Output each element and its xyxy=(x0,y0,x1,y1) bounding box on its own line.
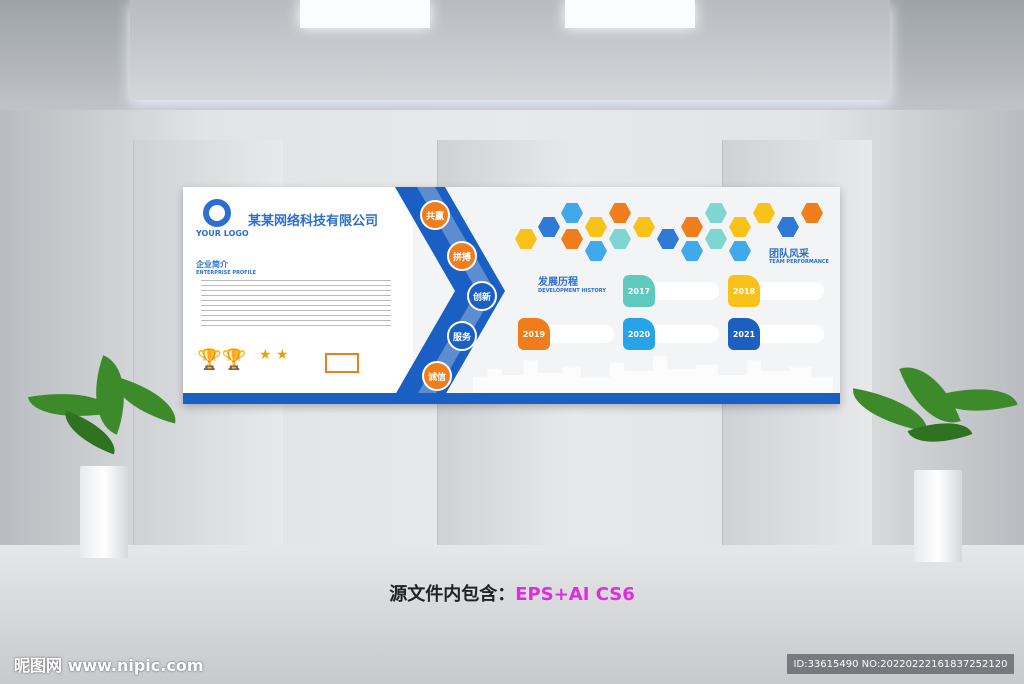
year-badge-2018: 2018 xyxy=(728,275,760,307)
year-note xyxy=(645,325,719,343)
star-award-icons: ★ ★ xyxy=(259,347,289,363)
board-bottom-bar xyxy=(183,393,840,404)
year-note xyxy=(645,282,719,300)
value-circle: 诚信 xyxy=(422,361,452,391)
profile-subtitle: ENTERPRISE PROFILE xyxy=(196,270,257,276)
certificate-icon xyxy=(325,353,359,373)
plant-pot-left xyxy=(80,466,128,558)
caption-prefix: 源文件内包含： xyxy=(389,584,516,605)
value-circle: 拼搏 xyxy=(447,241,477,271)
caption-formats: EPS+AI CS6 xyxy=(515,584,635,605)
profile-text xyxy=(201,280,391,330)
year-badge-2019: 2019 xyxy=(518,318,550,350)
caption: 源文件内包含：EPS+AI CS6 xyxy=(0,580,1024,606)
company-name: 某某网络科技有限公司 xyxy=(248,214,379,229)
logo-icon xyxy=(203,199,231,227)
plant-right xyxy=(848,355,1020,470)
year-note xyxy=(750,282,824,300)
history-subtitle: DEVELOPMENT HISTORY xyxy=(538,288,607,294)
plant-left xyxy=(20,355,190,470)
trophy-icons: 🏆🏆 xyxy=(197,347,247,371)
value-circle: 共赢 xyxy=(420,200,450,230)
image-id: ID:33615490 NO:20220222161837252120 xyxy=(787,654,1014,674)
year-badge-2021: 2021 xyxy=(728,318,760,350)
logo-text: YOUR LOGO xyxy=(196,229,249,238)
chevron-banner xyxy=(395,187,505,395)
team-hexagons xyxy=(513,201,833,266)
ceiling-recess xyxy=(130,0,890,100)
team-title: 团队风采 xyxy=(769,249,809,260)
year-note xyxy=(540,325,614,343)
year-note xyxy=(750,325,824,343)
ceiling-light xyxy=(565,0,695,28)
history-title: 发展历程 xyxy=(538,277,578,288)
year-badge-2020: 2020 xyxy=(623,318,655,350)
year-badge-2017: 2017 xyxy=(623,275,655,307)
city-skyline xyxy=(473,356,833,394)
value-circle: 创新 xyxy=(467,281,497,311)
ceiling-light xyxy=(300,0,430,28)
watermark: 昵图网 www.nipic.com xyxy=(14,656,204,675)
value-circle: 服务 xyxy=(447,321,477,351)
culture-wall-board: YOUR LOGO 某某网络科技有限公司 企业简介 ENTERPRISE PRO… xyxy=(183,187,840,404)
team-subtitle: TEAM PERFORMANCE xyxy=(769,259,829,265)
company-profile-panel: YOUR LOGO 某某网络科技有限公司 企业简介 ENTERPRISE PRO… xyxy=(183,187,413,395)
profile-title: 企业简介 xyxy=(196,260,228,269)
plant-pot-right xyxy=(914,470,962,562)
